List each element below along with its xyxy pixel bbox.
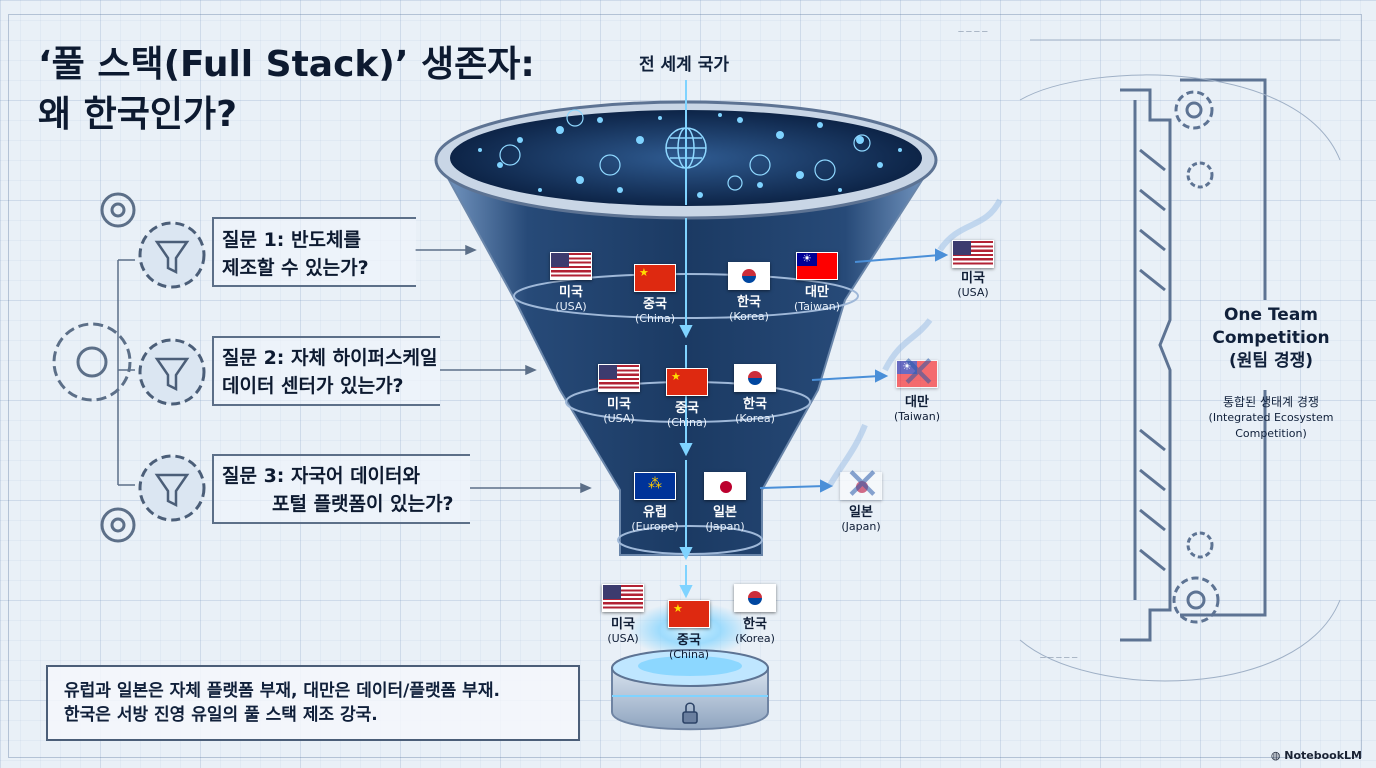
stage3-label-europe: 유럽(Europe) [631, 505, 679, 534]
stage2-label-korea: 한국(Korea) [735, 397, 775, 426]
question-2-text: 질문 2: 자체 하이퍼스케일 데이터 센터가 있는가? [222, 344, 437, 400]
flag-taiwan-stage1 [796, 252, 838, 280]
blueprint-mark: — — — — [958, 28, 988, 35]
question-3-box [212, 454, 470, 524]
brand-logo-icon: ◍ [1270, 749, 1285, 762]
question-3-text: 질문 3: 자국어 데이터와 포털 플랫폼이 있는가? [222, 462, 454, 518]
stage3-label-japan: 일본(Japan) [705, 505, 745, 534]
exit-arrows [759, 248, 949, 493]
one-team-title: One Team Competition (원팀 경쟁) [1198, 304, 1344, 373]
flag-japan-exit [840, 472, 882, 500]
exit-label-japan: 일본(Japan) [841, 505, 881, 534]
flag-europe-stage3 [634, 472, 676, 500]
right-frame-structure [1120, 78, 1267, 642]
question-connectors [117, 244, 592, 494]
question-3-line-1: 질문 3: 자국어 데이터와 [222, 465, 420, 487]
filter-icons [138, 221, 206, 522]
final-label-usa: 미국(USA) [607, 617, 639, 646]
question-1-box [212, 217, 416, 287]
exit-label-usa: 미국(USA) [957, 271, 989, 300]
small-globe-icons [499, 109, 871, 191]
flag-usa-stage2 [598, 364, 640, 392]
stage1-label-usa: 미국(USA) [555, 285, 587, 314]
flag-korea-stage2 [734, 364, 776, 392]
final-label-china: 중국(China) [668, 633, 709, 662]
blueprint-arcs [1019, 39, 1341, 682]
one-team-title-line-3: (원팀 경쟁) [1228, 351, 1314, 371]
blueprint-mark: — — — — — [1040, 654, 1078, 661]
flag-japan-stage3 [704, 472, 746, 500]
stage1-label-china: 중국(China) [634, 297, 675, 326]
page-title-line-1: ‘풀 스택(Full Stack)’ 생존자: [38, 44, 535, 85]
flag-china-final [668, 600, 710, 628]
question-2-box [212, 336, 440, 406]
cross-mark-icon: ✕ [900, 347, 937, 398]
question-1-text: 질문 1: 반도체를 제조할 수 있는가? [222, 226, 369, 282]
one-team-title-line-2: Competition [1212, 328, 1330, 348]
question-3-line-2: 포털 플랫폼이 있는가? [272, 493, 454, 515]
lock-icon [682, 702, 698, 724]
page-title-line-2: 왜 한국인가? [38, 94, 238, 135]
one-team-subtitle: 통합된 생태계 경쟁 (Integrated Ecosystem Competi… [1198, 394, 1344, 442]
flag-usa-stage1 [550, 252, 592, 280]
cross-mark-icon: ✕ [844, 459, 881, 510]
stage1-label-taiwan: 대만(Taiwan) [794, 285, 840, 314]
smoke-trails [827, 198, 1003, 487]
flag-china-stage1 [634, 264, 676, 292]
brand-label: ◍ NotebookLM [1271, 749, 1362, 762]
summary-box [46, 665, 580, 741]
pedestal-glow [628, 602, 752, 658]
data-particles [478, 113, 902, 198]
funnel-icons [154, 240, 190, 508]
gear-icons-left [52, 192, 136, 543]
question-1-line-1: 질문 1: 반도체를 [222, 229, 361, 251]
brand-name: NotebookLM [1284, 749, 1362, 762]
summary-text: 유럽과 일본은 자체 플랫폼 부재, 대만은 데이터/플랫폼 부재. 한국은 서… [64, 679, 500, 727]
summary-line-1: 유럽과 일본은 자체 플랫폼 부재, 대만은 데이터/플랫폼 부재. [64, 681, 500, 701]
gear-icons-right [1172, 90, 1220, 624]
one-team-subtitle-line-3: Competition) [1235, 427, 1307, 440]
one-team-subtitle-line-1: 통합된 생태계 경쟁 [1223, 395, 1319, 409]
funnel-ring-3 [617, 525, 763, 555]
flag-korea-final [734, 584, 776, 612]
stage1-label-korea: 한국(Korea) [729, 295, 769, 324]
pedestal-core [638, 656, 742, 676]
stage2-label-china: 중국(China) [666, 401, 707, 430]
question-2-line-2: 데이터 센터가 있는가? [222, 375, 404, 397]
page-title: ‘풀 스택(Full Stack)’ 생존자: 왜 한국인가? [38, 40, 535, 140]
stage2-label-usa: 미국(USA) [603, 397, 635, 426]
question-1-line-2: 제조할 수 있는가? [222, 257, 369, 279]
flag-usa-final [602, 584, 644, 612]
blueprint-frame [8, 14, 1362, 758]
summary-line-2: 한국은 서방 진영 유일의 풀 스택 제조 강국. [64, 705, 378, 725]
one-team-title-line-1: One Team [1223, 305, 1319, 325]
flag-taiwan-exit [896, 360, 938, 388]
final-label-korea: 한국(Korea) [735, 617, 775, 646]
flag-usa-exit [952, 240, 994, 268]
flag-china-stage2 [666, 368, 708, 396]
flag-korea-stage1 [728, 262, 770, 290]
question-2-line-1: 질문 2: 자체 하이퍼스케일 [222, 347, 438, 369]
one-team-subtitle-line-2: (Integrated Ecosystem [1208, 411, 1334, 424]
exit-label-taiwan: 대만(Taiwan) [894, 395, 940, 424]
flow-arrows [679, 80, 693, 599]
funnel-top-label: 전 세계 국가 [638, 55, 730, 75]
